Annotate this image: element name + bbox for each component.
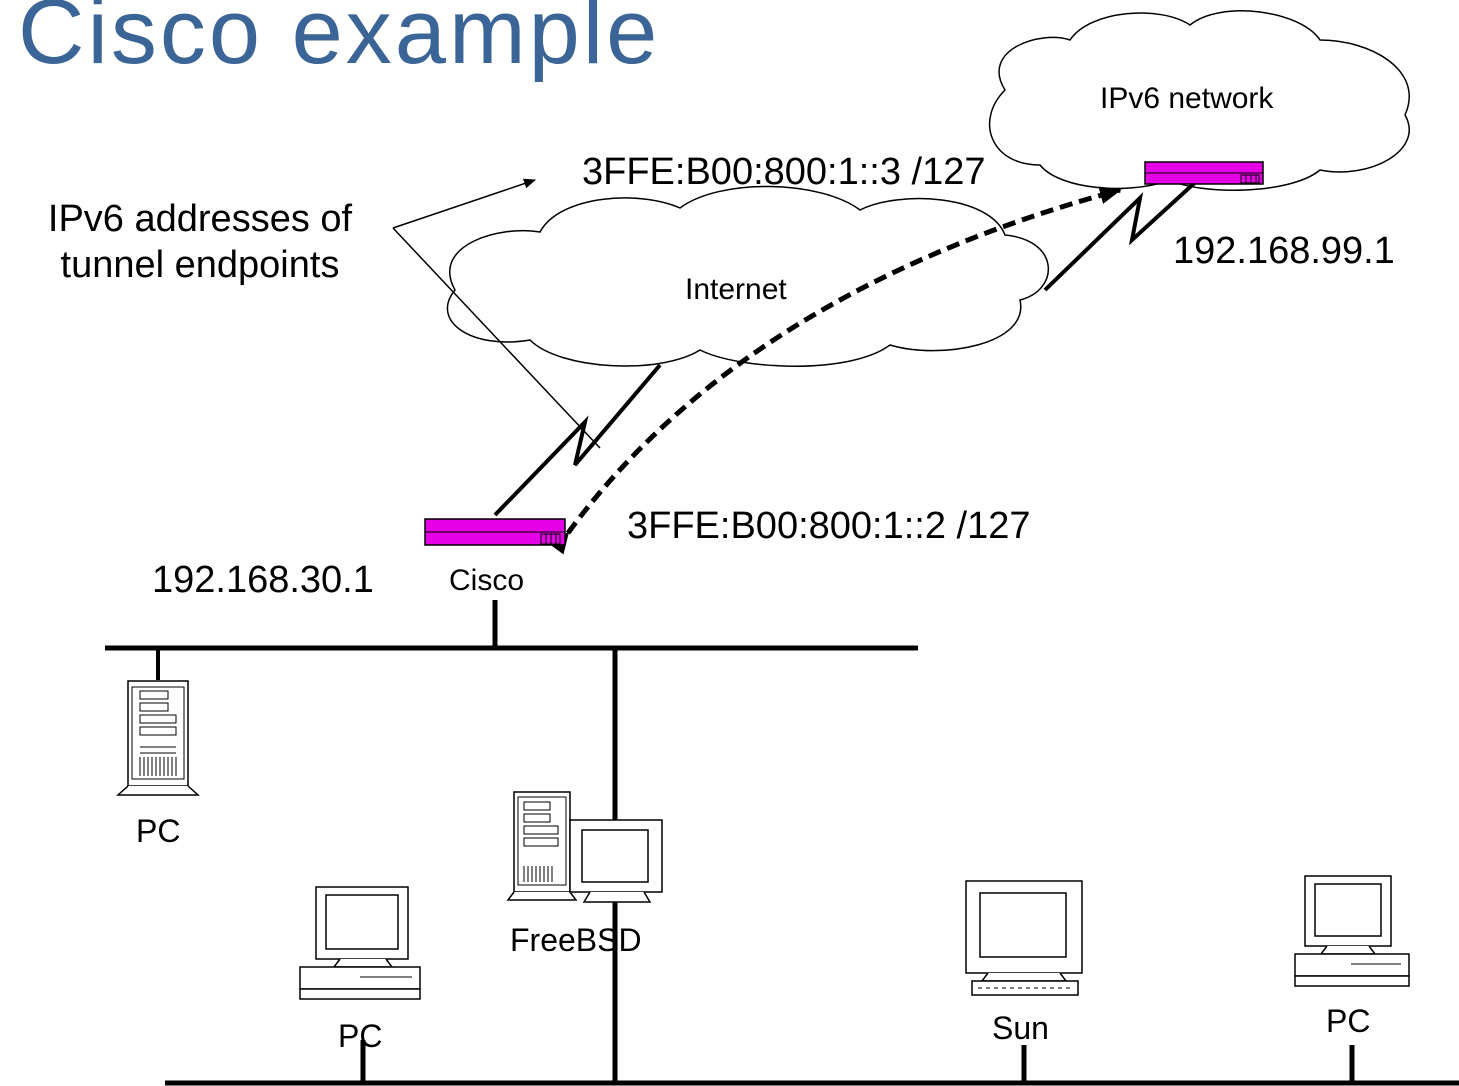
pc2-label: PC [338, 1018, 383, 1054]
ipv6-addresses-line2: tunnel endpoints [60, 244, 340, 286]
remote-ipv6-address: 3FFE:B00:800:1::3 /127 [582, 151, 986, 193]
internet-label: Internet [685, 273, 787, 306]
router-icon [424, 518, 566, 546]
local-ipv4-address: 192.168.30.1 [152, 559, 374, 601]
pc3-label: PC [1326, 1003, 1371, 1039]
sun-label: Sun [992, 1010, 1049, 1046]
remote-ipv4-address: 192.168.99.1 [1173, 230, 1395, 272]
ipv6-network-label: IPv6 network [1100, 82, 1274, 115]
cisco-label: Cisco [449, 564, 525, 597]
freebsd-label: FreeBSD [510, 922, 642, 958]
local-ipv6-address: 3FFE:B00:800:1::2 /127 [627, 505, 1031, 547]
workstation-icon [1294, 875, 1410, 987]
workstation-icon [299, 886, 421, 1000]
leader-arrow-remote [392, 178, 536, 229]
ipv6-tunnel [548, 186, 1122, 555]
router-icon [1144, 161, 1264, 185]
pc1-label: PC [136, 813, 181, 849]
workstation-icon [965, 880, 1083, 996]
monitor-icon [569, 819, 663, 903]
ipv6-addresses-label: IPv6 addresses of tunnel endpoints [10, 200, 390, 284]
serial-link-local [493, 363, 662, 517]
ipv6-network-cloud [988, 10, 1410, 191]
pc-tower-icon [506, 791, 578, 901]
ipv6-addresses-line1: IPv6 addresses of [47, 198, 353, 240]
pc-tower-icon [116, 680, 200, 796]
page-title: Cisco example [18, 0, 661, 83]
